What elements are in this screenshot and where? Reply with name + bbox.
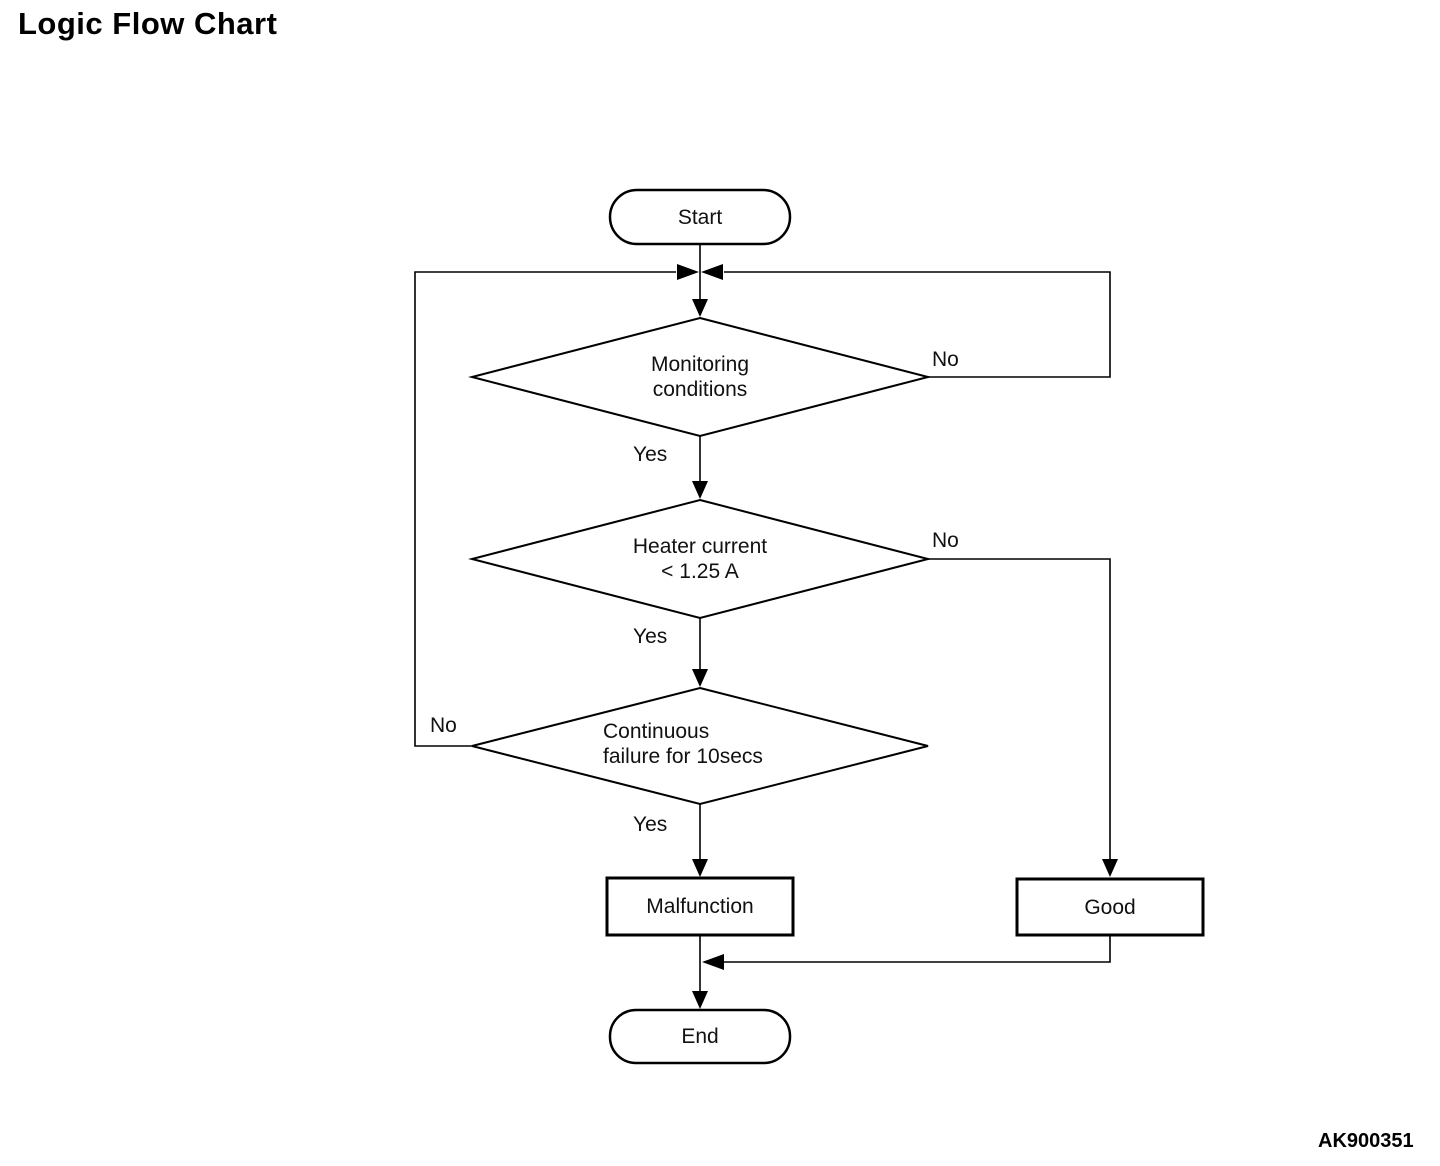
page-title: Logic Flow Chart — [18, 6, 278, 41]
arrowhead-left-feedback — [677, 264, 699, 280]
connector-good-to-merge — [724, 935, 1111, 963]
arrowhead-good-merge — [702, 954, 724, 970]
monitoring-decision-label: Monitoring conditions — [651, 352, 749, 402]
edge-label-monitoring-yes: Yes — [633, 443, 668, 466]
heater-decision-label: Heater current < 1.25 A — [633, 534, 767, 584]
arrowhead-into-continuous — [692, 669, 708, 687]
edge-label-monitoring-no: No — [932, 348, 959, 371]
continuous-decision-label: Continuous failure for 10secs — [603, 719, 763, 769]
connector-heater-no — [928, 558, 1111, 860]
heater-label-line1: Heater current — [632, 535, 768, 558]
edge-label-continuous-no: No — [430, 714, 457, 737]
figure-code: AK900351 — [1318, 1130, 1414, 1152]
monitoring-label-line2: conditions — [652, 378, 748, 401]
heater-label-line2: < 1.25 A — [661, 560, 739, 583]
continuous-label-line2: failure for 10secs — [603, 745, 763, 768]
edge-label-continuous-yes: Yes — [633, 813, 668, 836]
arrowhead-into-monitoring — [692, 299, 708, 317]
continuous-label-line1: Continuous — [603, 720, 710, 743]
malfunction-node-label: Malfunction — [646, 895, 754, 918]
end-node-shape — [608, 1008, 792, 1065]
edge-label-heater-yes: Yes — [633, 625, 668, 648]
arrowhead-into-good — [1102, 859, 1118, 877]
arrowhead-into-heater — [692, 481, 708, 499]
connector-monitoring-no-loop — [724, 271, 1111, 378]
arrowhead-into-end — [692, 991, 708, 1009]
monitoring-label-line1: Monitoring — [650, 353, 750, 376]
end-node-label: End — [681, 1025, 719, 1048]
edge-label-heater-no: No — [932, 529, 959, 552]
good-node-label: Good — [1084, 895, 1136, 919]
arrowhead-into-malfunction — [692, 859, 708, 877]
arrowhead-right-feedback — [701, 264, 723, 280]
start-node-label: Start — [677, 205, 723, 229]
connector-continuous-no-loop — [414, 271, 676, 747]
